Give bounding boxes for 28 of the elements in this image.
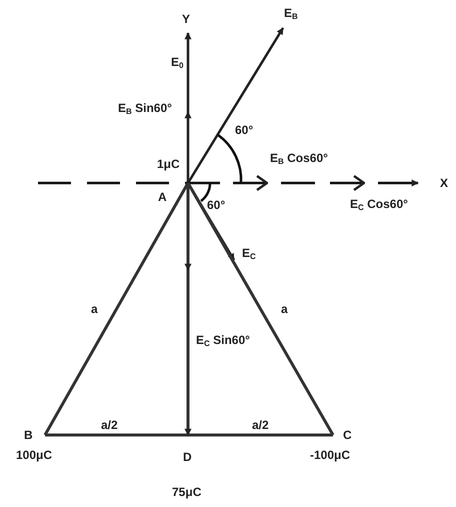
edge-label: a [281,302,288,316]
line-segment [184,183,192,436]
vector-label: E$_{C}$ [242,246,256,263]
point-label: A [158,190,167,204]
vector-label: E$_{B}$ Sin60° [118,101,172,118]
line-segment [45,434,188,436]
edge-label: E$_{C}$ Sin60° [196,333,250,350]
edge-label: a/2 [101,418,118,432]
line-segment [44,182,190,436]
edge-label: a [91,302,98,316]
point-label: D [183,450,192,464]
charge-label: -100μC [310,448,350,462]
angle-label: 60° [207,198,226,212]
vector-label: E$_{B}$ [284,6,298,23]
point-label: B [24,428,33,442]
charge-label: 1μC [157,157,180,171]
vector-label: E$_{B}$ Cos60° [270,151,328,168]
axis-label: Y [182,12,190,26]
line-segment [186,182,334,436]
vector-label: E$_{C}$ Cos60° [350,197,408,214]
edge-label: a/2 [252,418,269,432]
line-segment [188,434,333,436]
charge-label: 75μC [172,485,202,499]
angle-label: 60° [235,123,254,137]
charge-label: 100μC [16,448,52,462]
point-label: C [343,428,352,442]
vector-label: E$_{0}$ [171,55,184,72]
axis-label: X [440,176,448,190]
